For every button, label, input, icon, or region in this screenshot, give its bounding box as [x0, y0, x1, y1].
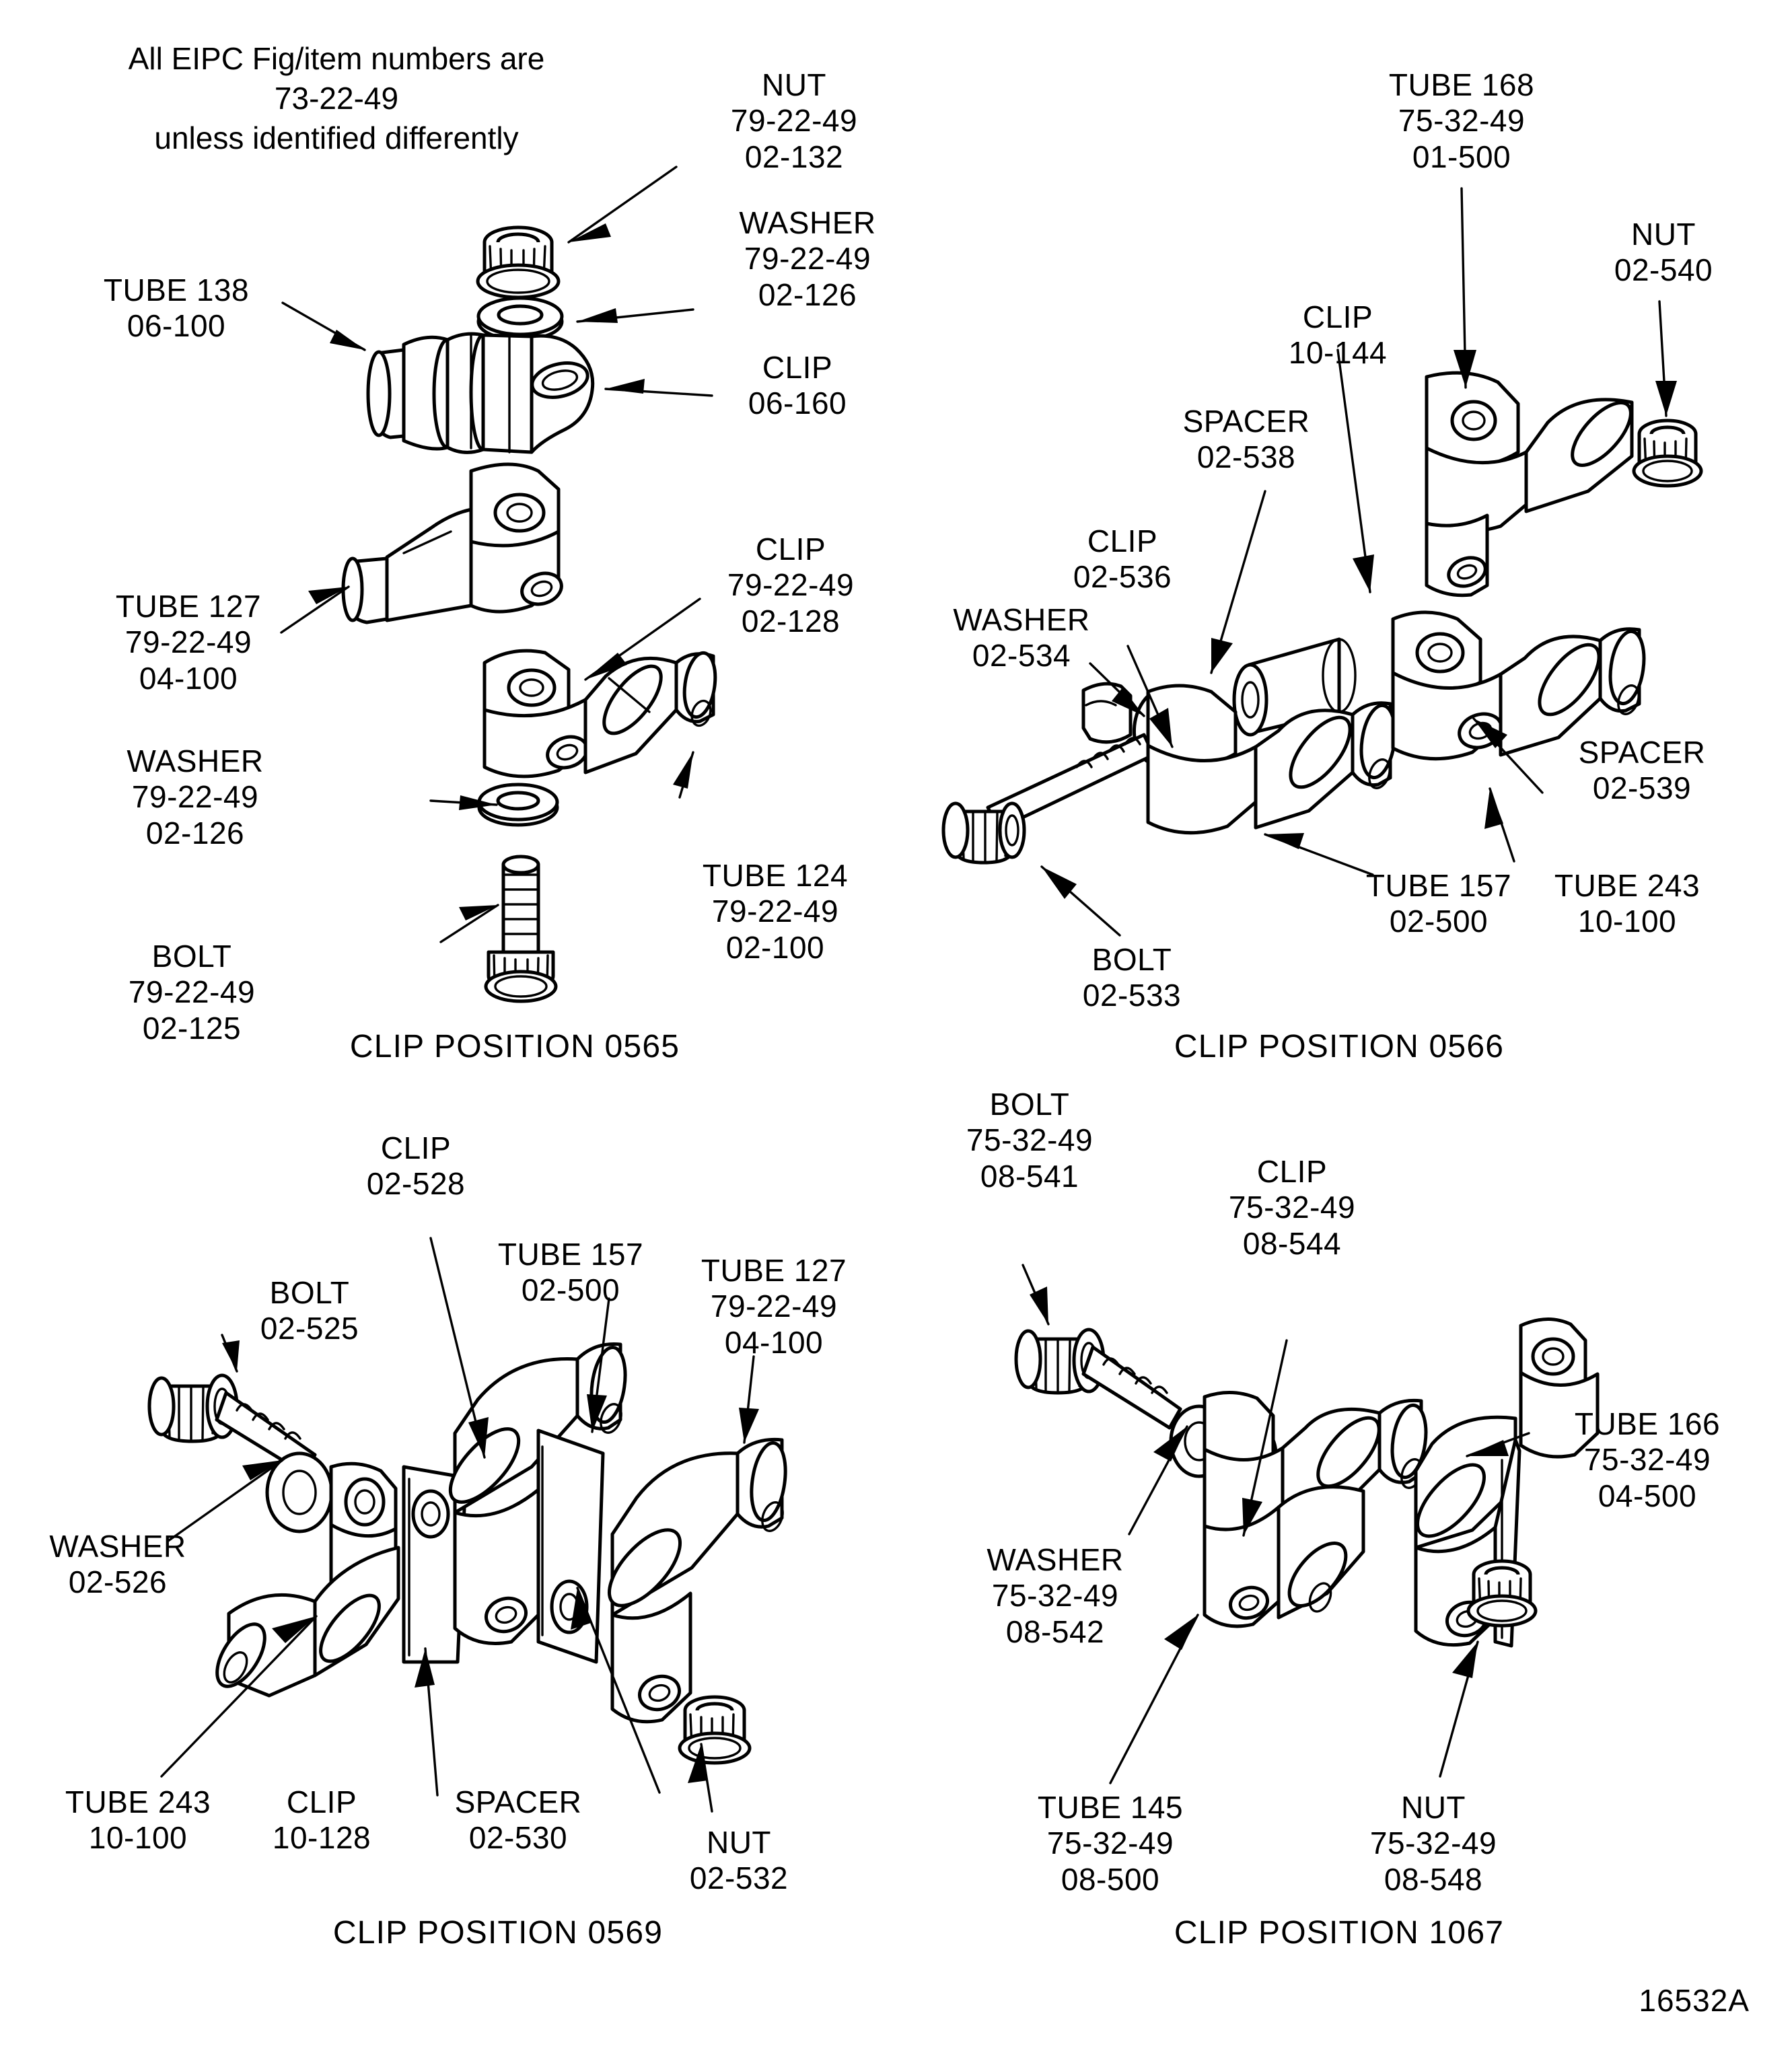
clip128-part-0569 [402, 1465, 468, 1664]
washer534-bolt533-part [941, 682, 1194, 865]
nut548-part [1466, 1559, 1538, 1628]
label-tube243-0569: TUBE 243 10-100 [65, 1784, 211, 1856]
label-tube168-0566: TUBE 168 75-32-49 01-500 [1388, 67, 1535, 174]
label-tube127-0569: TUBE 127 79-22-49 04-100 [701, 1253, 847, 1360]
washer526-part [265, 1451, 334, 1533]
panel-1067-leaders [1022, 1264, 1530, 1784]
tube168-part [1425, 371, 1634, 598]
label-tube127-0565: TUBE 127 79-22-49 04-100 [115, 589, 262, 696]
label-clip-0565: CLIP 06-160 [748, 350, 847, 421]
tube127-part-0569 [607, 1437, 787, 1724]
label-washer-0565: WASHER 79-22-49 02-126 [739, 205, 876, 312]
label-tube243-0566: TUBE 243 10-100 [1554, 868, 1700, 939]
label-washer126-0565: WASHER 79-22-49 02-126 [127, 744, 264, 851]
eipc-note: All EIPC Fig/item numbers are 73-22-49 u… [128, 41, 545, 155]
tube157-part-0566 [1146, 684, 1397, 835]
drawing-number: 16532A [1639, 1983, 1750, 2018]
tube145-part [1203, 1391, 1428, 1628]
label-washer542-1067: WASHER 75-32-49 08-542 [987, 1542, 1124, 1649]
clip544-part [1228, 1422, 1281, 1550]
label-clip144-0566: CLIP 10-144 [1288, 299, 1388, 371]
label-spacer539-0566: SPACER 02-539 [1578, 735, 1706, 806]
caption-0566: CLIP POSITION 0566 [1174, 1029, 1505, 1064]
label-bolt-0565: BOLT 79-22-49 02-125 [128, 939, 256, 1046]
label-bolt541-1067: BOLT 75-32-49 08-541 [966, 1087, 1094, 1194]
label-bolt533-0566: BOLT 02-533 [1082, 942, 1182, 1013]
nut-part-0565 [476, 225, 561, 299]
label-bolt525-0569: BOLT 02-525 [260, 1275, 359, 1346]
clip536-part [1161, 698, 1215, 822]
label-spacer530-0569: SPACER 02-530 [454, 1784, 582, 1856]
bolt541-part [1014, 1328, 1182, 1430]
nut-part-0566 [1632, 419, 1703, 488]
caption-1067: CLIP POSITION 1067 [1174, 1915, 1505, 1951]
label-clip536-0566: CLIP 02-536 [1073, 523, 1172, 595]
spacer530-part [536, 1429, 605, 1664]
label-clip128-0565: CLIP 79-22-49 02-128 [727, 532, 855, 639]
panel-0569-leaders [160, 1237, 759, 1813]
caption-0569: CLIP POSITION 0569 [332, 1915, 664, 1951]
label-tube166-1067: TUBE 166 75-32-49 04-500 [1574, 1406, 1721, 1513]
label-tube145-1067: TUBE 145 75-32-49 08-500 [1037, 1790, 1184, 1897]
label-nut532-0569: NUT 02-532 [689, 1825, 789, 1896]
panel-0569-artwork [147, 1237, 787, 1813]
panel-0565-leaders [280, 166, 713, 943]
label-tube157-0569: TUBE 157 02-500 [497, 1237, 644, 1308]
bolt525-part [147, 1373, 317, 1476]
tube243-part-0569 [215, 1461, 400, 1698]
spacer538-part [1232, 637, 1357, 737]
washer542-part [1169, 1404, 1229, 1478]
label-nut-0565: NUT 79-22-49 02-132 [730, 67, 858, 174]
panel-0565-artwork [280, 166, 717, 1003]
tube157-part-0569 [448, 1342, 627, 1645]
panel-1067-artwork [1014, 1264, 1600, 1784]
label-tube157-0566: TUBE 157 02-500 [1365, 868, 1512, 939]
washer-part-0565-top [476, 296, 564, 342]
label-washer526-0569: WASHER 02-526 [49, 1529, 186, 1600]
label-clip128-0569: CLIP 10-128 [272, 1784, 371, 1856]
tube138-clip-assembly [366, 332, 595, 454]
label-tube124-0565: TUBE 124 79-22-49 02-100 [702, 858, 849, 965]
label-washer534-0566: WASHER 02-534 [953, 602, 1090, 674]
tube127-part-0565 [341, 462, 563, 624]
label-spacer538-0566: SPACER 02-538 [1182, 404, 1310, 475]
label-clip528-0569: CLIP 02-528 [366, 1130, 466, 1202]
tube124-clip128-assembly [482, 649, 717, 779]
caption-0565: CLIP POSITION 0565 [349, 1029, 680, 1064]
washer-part-0565-bottom [477, 783, 559, 827]
bolt-part-0565 [484, 855, 558, 1003]
tube166-part [1414, 1317, 1600, 1648]
label-nut540-0566: NUT 02-540 [1614, 217, 1713, 288]
label-clip544-1067: CLIP 75-32-49 08-544 [1228, 1154, 1356, 1261]
nut532-part [678, 1695, 752, 1765]
label-nut548-1067: NUT 75-32-49 08-548 [1369, 1790, 1497, 1897]
label-tube138-0565: TUBE 138 06-100 [103, 273, 250, 344]
